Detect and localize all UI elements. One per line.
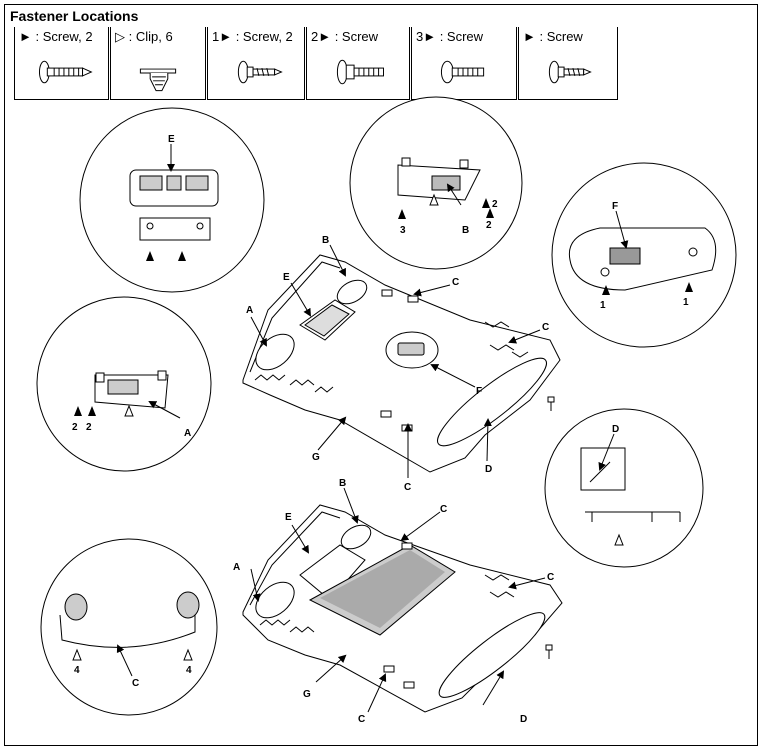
fastener-legend-screw: ► : Screw, 2 [14, 27, 109, 100]
callout-1: 1 [683, 297, 689, 308]
loose-screw-icon [545, 396, 555, 659]
callout-d: D [612, 424, 619, 435]
fastener-label: 1► : Screw, 2 [212, 29, 293, 44]
fastener-legend-screw-plain: ► : Screw [518, 27, 618, 100]
headliner-lower [242, 504, 563, 713]
callout-f: F [612, 201, 618, 212]
fastener-label: 2► : Screw [311, 29, 379, 44]
callout-d: D [520, 714, 527, 725]
callout-e: E [283, 272, 290, 283]
flange-screw-icon [336, 59, 384, 85]
callout-4: 4 [186, 665, 192, 676]
fastener-legend-screw-2: 2► : Screw [306, 27, 410, 100]
headliner-upper [242, 254, 561, 473]
callout-c: C [542, 322, 549, 333]
callout-c: C [404, 482, 411, 493]
callout-d: D [485, 464, 492, 475]
detail-trim-clip-d [544, 408, 704, 568]
callout-a: A [246, 305, 253, 316]
fastener-legend-clip: ▷ : Clip, 6 [110, 27, 206, 100]
pan-screw-icon [440, 60, 485, 84]
callout-b: B [462, 225, 469, 236]
callout-c: C [132, 678, 139, 689]
detail-dome-lamp [79, 107, 265, 293]
callout-c: C [358, 714, 365, 725]
callout-e: E [285, 512, 292, 523]
clip-icon [139, 68, 177, 92]
fastener-label: ▷ : Clip, 6 [115, 29, 173, 44]
callout-2: 2 [486, 220, 492, 231]
callout-f: F [476, 386, 482, 397]
callout-2: 2 [86, 422, 92, 433]
callout-c: C [547, 572, 554, 583]
callout-g: G [303, 689, 311, 700]
callout-c: C [440, 504, 447, 515]
detail-assist-handle-c [40, 538, 218, 716]
detail-sun-visor-retainer [349, 96, 523, 270]
screw-icon [38, 60, 93, 84]
detail-assist-handle-f [551, 162, 737, 348]
fastener-legend-screw-3: 3► : Screw [411, 27, 517, 100]
fastener-label: 3► : Screw [416, 29, 484, 44]
tapping-screw-icon [548, 60, 592, 84]
callout-1: 1 [600, 300, 606, 311]
callout-g: G [312, 452, 320, 463]
fastener-arrow-markers [74, 198, 693, 416]
fastener-label: ► : Screw [523, 29, 583, 44]
callout-2: 2 [492, 199, 498, 210]
fastener-legend-screw-1: 1► : Screw, 2 [207, 27, 305, 100]
detail-sun-visor-a [36, 296, 212, 472]
diagram-frame [4, 4, 758, 746]
callout-a: A [233, 562, 240, 573]
callout-labels: E B E A C C F D C G B F A D B E A C C D … [72, 134, 689, 725]
fastener-label: ► : Screw, 2 [19, 29, 93, 44]
callout-b: B [339, 478, 346, 489]
callout-a: A [184, 428, 191, 439]
callout-c: C [452, 277, 459, 288]
callout-b: B [322, 235, 329, 246]
callout-4: 4 [74, 665, 80, 676]
clip-arrow-markers [72, 193, 624, 661]
page-title: Fastener Locations [10, 8, 139, 24]
tapping-screw-icon [237, 60, 283, 84]
callout-e: E [168, 134, 175, 145]
callout-2: 2 [72, 422, 78, 433]
callout-3: 3 [400, 225, 406, 236]
leader-lines [116, 144, 629, 713]
